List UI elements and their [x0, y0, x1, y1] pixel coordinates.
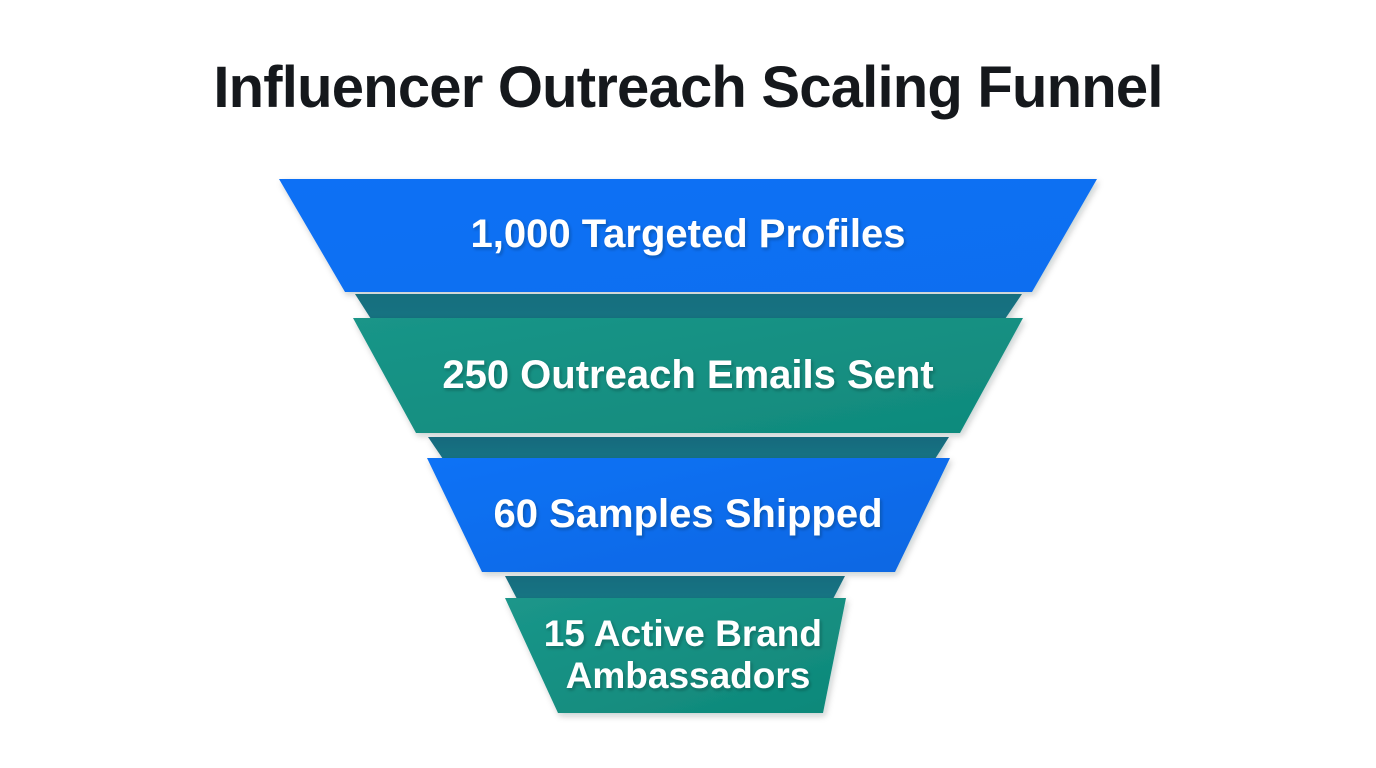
- funnel-stage-1-label: 1,000 Targeted Profiles: [471, 212, 906, 256]
- page-title: Influencer Outreach Scaling Funnel: [213, 55, 1163, 120]
- funnel-stage-1-body[interactable]: [279, 179, 1097, 292]
- funnel-stage-2-body[interactable]: [353, 318, 1023, 433]
- funnel-stage-2-label-line-1: 250 Outreach Emails Sent: [442, 353, 933, 397]
- funnel-stage-4-label-line-1: 15 Active Brand: [544, 613, 822, 654]
- funnel-stage-4-label: 15 Active Brand Ambassadors: [544, 613, 833, 696]
- funnel-stage-4-body[interactable]: [505, 598, 846, 713]
- funnel-stage-4-label-line-2: Ambassadors: [566, 655, 811, 696]
- funnel-stage-2[interactable]: 250 Outreach Emails Sent: [353, 294, 1023, 433]
- funnel-stage-1[interactable]: 1,000 Targeted Profiles: [279, 179, 1097, 292]
- funnel-stage-3-label: 60 Samples Shipped: [493, 492, 882, 536]
- funnel-stage-4[interactable]: 15 Active Brand Ambassadors: [505, 576, 846, 713]
- funnel-stage-3[interactable]: 60 Samples Shipped: [427, 437, 950, 572]
- funnel-stage-4-neck: [505, 576, 845, 599]
- funnel-stage-2-neck: [355, 294, 1022, 319]
- funnel-stage-3-label-line-1: 60 Samples Shipped: [493, 492, 882, 536]
- funnel-stage-2-label: 250 Outreach Emails Sent: [442, 353, 933, 397]
- funnel-stage-3-body[interactable]: [427, 458, 950, 572]
- funnel-stage-3-neck: [428, 437, 949, 459]
- funnel-stage-1-label-line-1: 1,000 Targeted Profiles: [471, 212, 906, 256]
